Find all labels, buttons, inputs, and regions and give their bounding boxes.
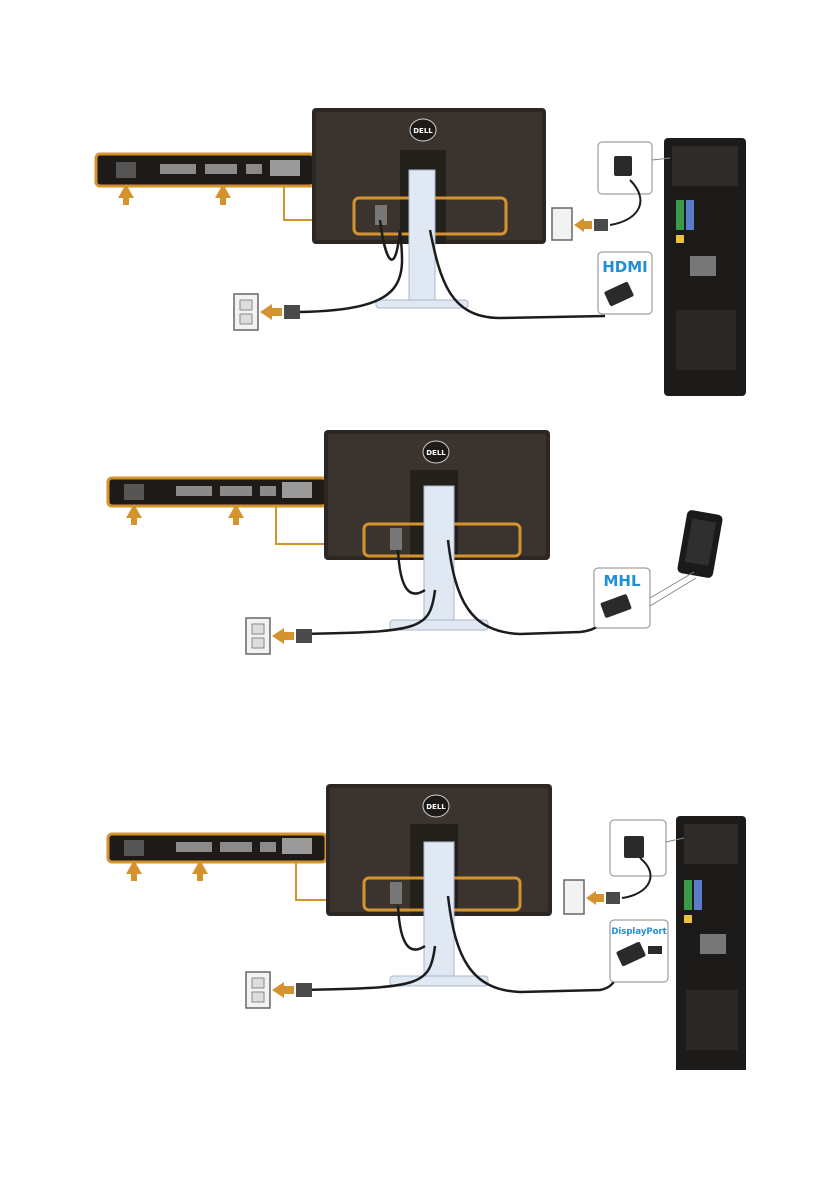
mhl-label: MHL: [603, 572, 640, 590]
power-zoom-inset: [598, 142, 670, 194]
port-panel-zoom: [96, 154, 314, 205]
dell-logo: DELL: [426, 803, 446, 811]
mhl-diagram-svg: DELL MHL: [0, 400, 840, 720]
dell-logo: DELL: [413, 127, 433, 135]
port-panel-zoom: [108, 478, 326, 525]
mhl-connection-diagram: DELL MHL: [0, 400, 840, 720]
wall-outlet-2: [564, 880, 620, 914]
dell-logo: DELL: [426, 449, 446, 457]
displayport-connection-diagram: DELL DisplayPort: [0, 750, 840, 1070]
mobile-device: [650, 509, 723, 606]
desktop-computer: [664, 138, 746, 396]
wall-outlet: [234, 294, 300, 330]
mhl-connector-inset: MHL: [594, 568, 650, 628]
hdmi-label: HDMI: [602, 258, 648, 276]
displayport-label: DisplayPort: [611, 927, 666, 937]
hdmi-connection-diagram: DELL: [0, 80, 840, 400]
hdmi-diagram-svg: DELL: [0, 80, 840, 400]
wall-outlet-2: [552, 208, 608, 240]
displayport-connector-inset: DisplayPort: [610, 920, 668, 982]
displayport-diagram-svg: DELL DisplayPort: [0, 750, 840, 1070]
port-panel-zoom: [108, 834, 326, 881]
power-zoom-inset: [610, 820, 684, 876]
wall-outlet: [246, 972, 312, 1008]
wall-outlet: [246, 618, 312, 654]
desktop-computer: [676, 816, 746, 1070]
hdmi-connector-inset: HDMI: [598, 252, 652, 314]
